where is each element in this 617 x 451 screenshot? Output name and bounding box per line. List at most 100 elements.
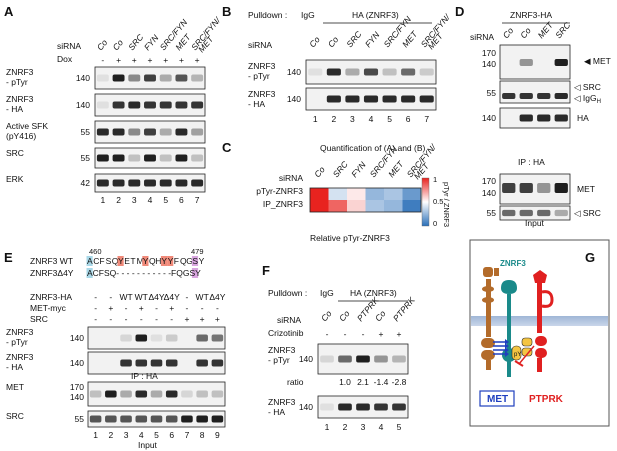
panel-e-letter: E — [4, 250, 13, 265]
panel-b-blot-1-band-1 — [308, 68, 323, 76]
panel-b-num-3: 3 — [350, 114, 355, 124]
panel-a-blot-label-1: ZNRF3 — [6, 67, 34, 77]
panel-f-lane-2: Co — [337, 308, 352, 323]
panel-e-input-label: Input — [138, 440, 158, 450]
panel-f-criz-5: + — [397, 329, 402, 339]
panel-a-blot-label-2: - HA — [6, 104, 23, 114]
panel-a-dox-4: + — [148, 55, 153, 65]
panel-a-num-3: 3 — [132, 195, 137, 205]
seq-wt-char-2: C — [93, 256, 99, 266]
panel-a-blot-2-band-5 — [159, 101, 172, 109]
panel-b-blot-2-band-5 — [382, 95, 397, 103]
panel-e-blot-2-band-8 — [196, 359, 208, 367]
panel-d-mw-170: 170 — [482, 48, 496, 58]
panel-g: G ZNRF3 pY — [469, 239, 610, 427]
panel-a-blot-label-3: Active SFK — [6, 121, 48, 131]
panel-b-num-6: 6 — [406, 114, 411, 124]
panel-a-blot-2-band-4 — [144, 101, 156, 109]
panel-d-ip-ha-band-4 — [554, 114, 568, 122]
panel-d-ip-src-band-4 — [554, 93, 568, 99]
panel-e-sign-2-6: + — [169, 303, 174, 313]
panel-a-lane-2: Co — [110, 37, 125, 52]
panel-e-blot-4-band-3 — [120, 415, 132, 423]
panel-d-input-met-band-4 — [554, 183, 568, 193]
panel-e-sign-1-1: - — [94, 292, 97, 302]
panel-c-col-3: FYN — [349, 159, 368, 179]
panel-d-input-src-arrow: ◁ SRC — [574, 208, 601, 218]
panel-f-sirna-label: siRNA — [277, 315, 301, 325]
panel-f-blot-label-1: ZNRF3 — [268, 345, 296, 355]
panel-d-ha-label: HA — [577, 113, 589, 123]
panel-a-dox-signs: -++++++ — [101, 55, 199, 65]
heat-cell-2-5 — [384, 200, 403, 212]
heat-cell-2-3 — [347, 200, 366, 212]
panel-e-sign-1-9: Δ4Y — [209, 292, 225, 302]
znrf3-label: ZNRF3 — [500, 259, 526, 268]
panel-b-blot-label-1: ZNRF3 — [248, 61, 276, 71]
panel-f-lane-5: PTPRK — [391, 295, 417, 323]
panel-e-num-2: 2 — [108, 430, 113, 440]
panel-f-num-2: 2 — [343, 422, 348, 432]
panel-e-blot-label-4: SRC — [6, 411, 24, 421]
seq-wt-char-12: H — [155, 256, 161, 266]
panel-d-letter: D — [455, 4, 464, 19]
seq-start: 460 — [89, 247, 102, 256]
panel-a-blot-3-band-4 — [144, 128, 156, 136]
panel-b-num-1: 1 — [313, 114, 318, 124]
panel-a-lane-3: SRC — [126, 31, 146, 52]
panel-a-blot-label-1: - pTyr — [6, 77, 28, 87]
panel-f-igg-label: IgG — [320, 288, 334, 298]
seq-highlight-18 — [191, 256, 199, 266]
panel-a-blot-4-band-2 — [112, 154, 125, 162]
heat-cell-2-2 — [328, 200, 347, 212]
panel-b-blot-1-band-6 — [401, 68, 416, 76]
panel-e-sign-2-3: - — [125, 303, 128, 313]
panel-f-blot-label-2: ZNRF3 — [268, 397, 296, 407]
panel-e-num-8: 8 — [200, 430, 205, 440]
panel-a-num-1: 1 — [100, 195, 105, 205]
panel-a-dox-6: + — [179, 55, 184, 65]
panel-e-blot-2-band-3 — [120, 359, 132, 367]
panel-a-blot-1-band-7 — [191, 74, 204, 82]
panel-b-mw-1: 140 — [287, 67, 301, 77]
panel-e-sign-3-7: + — [184, 314, 189, 324]
panel-b-igg-label: IgG — [301, 10, 315, 20]
panel-a-dox-2: + — [116, 55, 121, 65]
panel-b-blot-1-band-4 — [363, 68, 379, 76]
panel-e-blot-label-2: - HA — [6, 362, 23, 372]
panel-d-input-mw-55: 55 — [487, 208, 497, 218]
panel-a-blot-3-band-7 — [191, 128, 204, 136]
panel-e-sign-3-8: + — [200, 314, 205, 324]
panel-e-blot-4-band-5 — [150, 415, 163, 423]
seq-highlight-6 — [117, 256, 124, 266]
panel-b-num-4: 4 — [369, 114, 374, 124]
panel-e-blot-3-band-6 — [165, 390, 178, 398]
colorbar-ticks: 10.50 — [433, 175, 443, 228]
panel-d-igg-arrow: ◁ IgGH — [574, 93, 601, 105]
met-receptor-icon — [481, 267, 499, 370]
panel-a-blot-1-band-3 — [128, 74, 141, 82]
panel-e-blot-3-band-7 — [181, 390, 193, 398]
panel-d-input-src-band-3 — [537, 209, 551, 217]
panel-e-blot-3-band-2 — [105, 390, 117, 398]
ptprk-icon — [514, 270, 554, 372]
panel-e-blot-label-1: ZNRF3 — [6, 327, 34, 337]
panel-b-blot-2-band-2 — [326, 95, 341, 103]
panel-e-num-4: 4 — [139, 430, 144, 440]
panel-f-criz-1: - — [326, 329, 329, 339]
panel-c-title: Quantification of (A) and (B) — [320, 143, 426, 153]
panel-d-input-met-band-3 — [537, 183, 551, 193]
panel-e-blot-3-band-1 — [89, 390, 102, 398]
panel-e-sign-2-7: - — [186, 303, 189, 313]
panel-c-xlabel: Relative pTyr-ZNRF3 — [310, 233, 390, 243]
panel-e-num-1: 1 — [93, 430, 98, 440]
panel-e-blot-3-band-8 — [196, 390, 208, 398]
panel-f-lane-1: Co — [319, 308, 334, 323]
panel-a-blot-label-5: ERK — [6, 174, 24, 184]
seq-wt-char-15: F — [174, 256, 179, 266]
panel-e-num-7: 7 — [185, 430, 190, 440]
